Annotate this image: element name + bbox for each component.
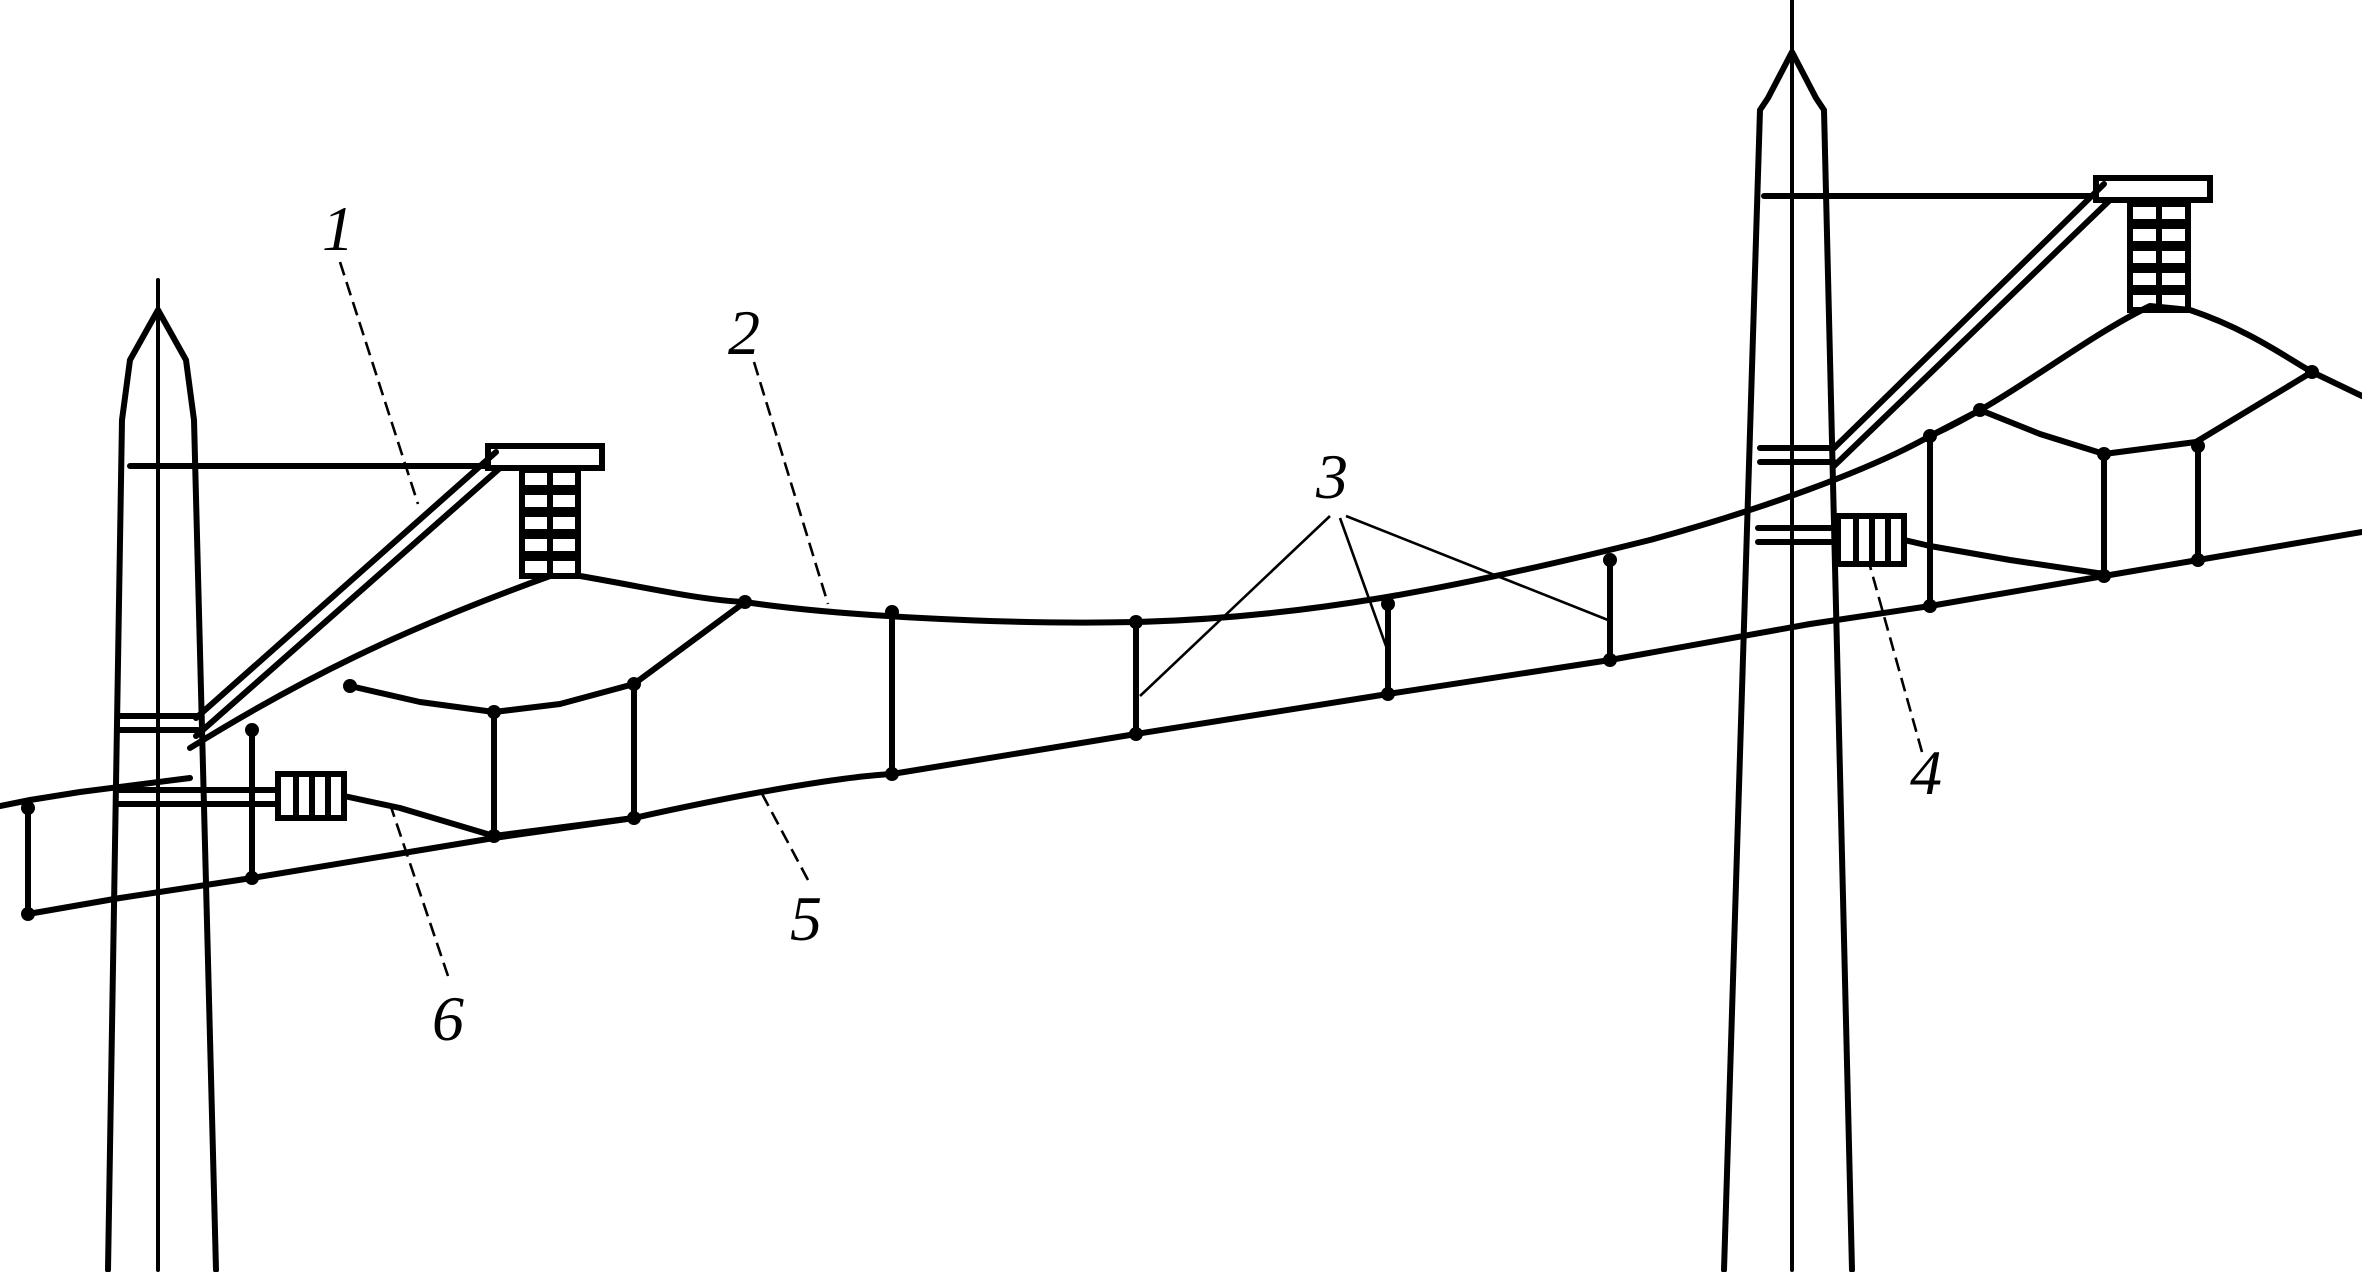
left-top-insulator bbox=[519, 467, 581, 579]
right-lower-insulator bbox=[1835, 513, 1907, 567]
leader-3a bbox=[1139, 515, 1331, 697]
leader-lines bbox=[338, 261, 1924, 977]
leader-5 bbox=[758, 789, 810, 881]
left-lower-insulator bbox=[275, 771, 347, 821]
left-diagonal-brace bbox=[193, 449, 503, 739]
droppers bbox=[249, 433, 2201, 881]
leader-6 bbox=[388, 803, 450, 977]
label-1: 1 bbox=[322, 193, 354, 264]
left-cantilever-top bbox=[127, 443, 605, 579]
label-2: 2 bbox=[728, 297, 760, 368]
contact-wire bbox=[0, 775, 193, 809]
leader-3c bbox=[1345, 514, 1609, 622]
leader-3b bbox=[1338, 517, 1388, 647]
catenary-wire bbox=[187, 303, 2362, 751]
leader-2 bbox=[752, 361, 830, 605]
label-3: 3 bbox=[1315, 441, 1348, 512]
right-aux-wire bbox=[1927, 369, 2315, 457]
left-mast bbox=[105, 278, 219, 1272]
label-5: 5 bbox=[790, 883, 822, 954]
label-4: 4 bbox=[1910, 737, 1942, 808]
right-diagonal-brace bbox=[1829, 181, 2113, 469]
label-6: 6 bbox=[432, 983, 464, 1054]
right-registration-arm bbox=[1833, 513, 1907, 567]
contact-wire-main bbox=[25, 529, 2362, 917]
wire-nodes bbox=[21, 365, 2319, 921]
right-stitch-wire bbox=[1901, 537, 2107, 577]
right-top-insulator bbox=[2127, 201, 2191, 313]
left-stitch-wire bbox=[341, 793, 637, 839]
leader-1 bbox=[338, 261, 420, 505]
left-aux-wire bbox=[347, 599, 748, 715]
right-mast bbox=[1721, 0, 1855, 1272]
left-registration-arm bbox=[195, 771, 347, 821]
leader-4 bbox=[1868, 565, 1924, 753]
